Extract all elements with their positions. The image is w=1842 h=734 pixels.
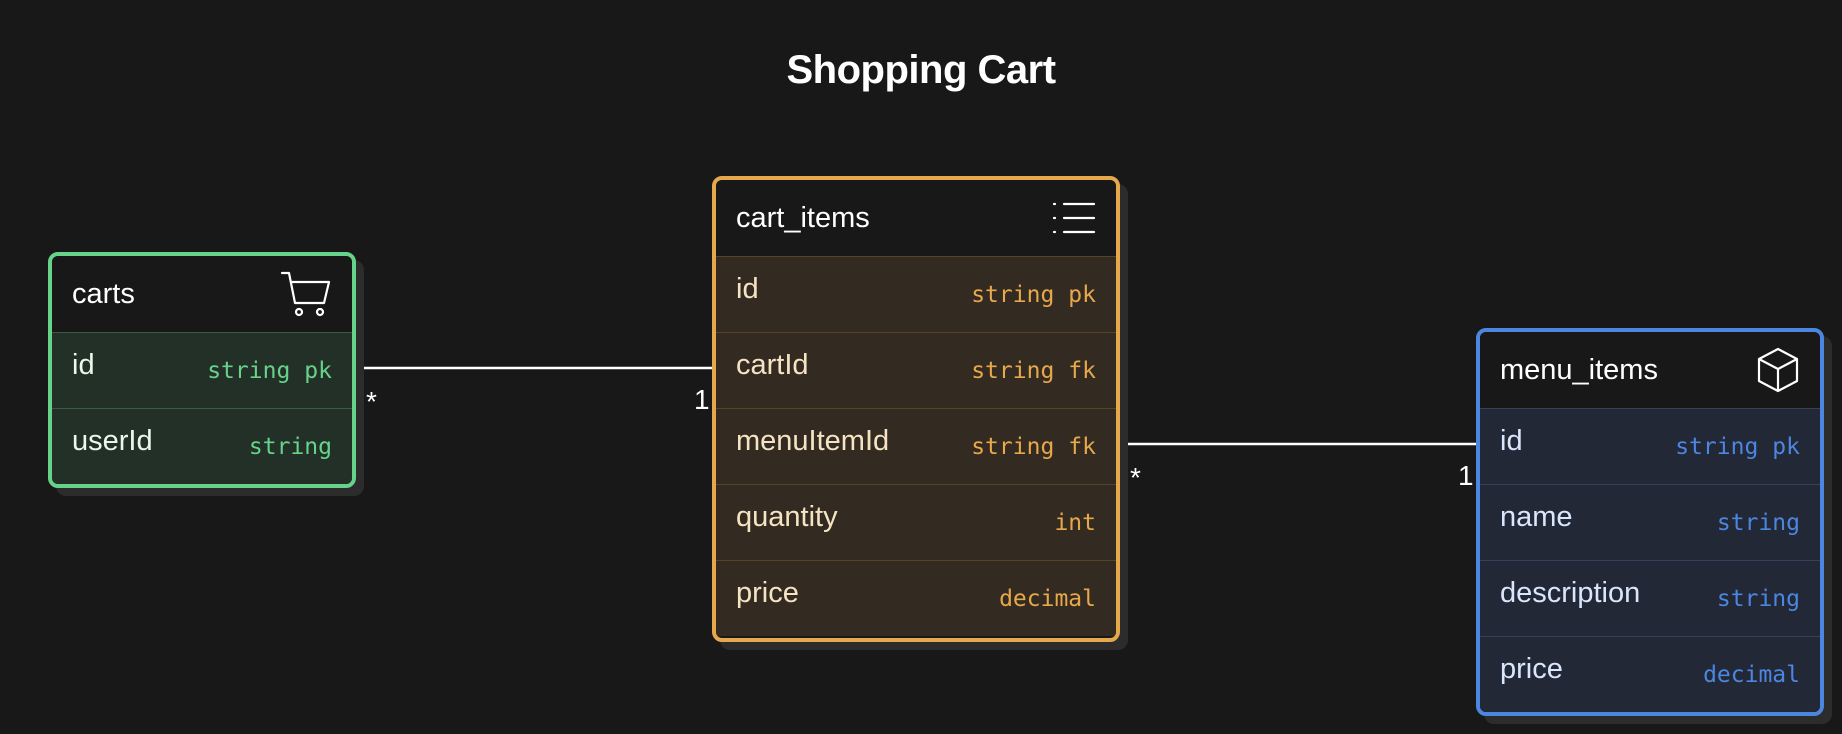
multiplicity-label: * <box>1130 462 1141 493</box>
field-type: string <box>1675 433 1759 460</box>
field-type: int <box>1054 509 1096 536</box>
field-name: menuItemId <box>736 425 890 457</box>
field-row[interactable]: price decimal <box>1480 636 1820 712</box>
field-row[interactable]: id string pk <box>716 256 1116 332</box>
field-key: pk <box>1068 281 1096 308</box>
field-type: decimal <box>1703 661 1800 688</box>
table-header: cart_items <box>716 180 1116 256</box>
table-name: carts <box>72 277 135 310</box>
table-name: cart_items <box>736 201 870 234</box>
field-type: string <box>971 357 1055 384</box>
cube-icon <box>1756 346 1800 394</box>
field-row[interactable]: id string pk <box>1480 408 1820 484</box>
field-row[interactable]: userId string <box>52 408 352 484</box>
field-key: pk <box>1772 433 1800 460</box>
table-carts[interactable]: carts id string pk userId string <box>48 252 356 488</box>
table-header: menu_items <box>1480 332 1820 408</box>
field-row[interactable]: price decimal <box>716 560 1116 636</box>
field-row[interactable]: quantity int <box>716 484 1116 560</box>
field-name: description <box>1500 577 1641 609</box>
field-type: string <box>1716 509 1800 536</box>
field-name: price <box>1500 653 1563 685</box>
field-name: id <box>1500 425 1523 457</box>
field-type: decimal <box>999 585 1096 612</box>
field-name: quantity <box>736 501 838 533</box>
field-row[interactable]: name string <box>1480 484 1820 560</box>
diagram-title: Shopping Cart <box>786 48 1056 92</box>
field-type: string <box>1716 585 1800 612</box>
multiplicity-label: * <box>366 386 377 417</box>
field-row[interactable]: cartId string fk <box>716 332 1116 408</box>
field-name: userId <box>72 425 153 457</box>
table-header: carts <box>52 256 352 332</box>
cart-icon <box>280 270 332 318</box>
table-menu-items[interactable]: menu_items id string pk name string descr… <box>1476 328 1824 716</box>
table-cart-items[interactable]: cart_items id string pk cartId string fk m… <box>712 176 1120 642</box>
field-name: cartId <box>736 349 809 381</box>
table-name: menu_items <box>1500 353 1658 386</box>
multiplicity-label: 1 <box>694 384 710 415</box>
field-type: string <box>248 433 332 460</box>
field-name: name <box>1500 501 1573 533</box>
field-name: price <box>736 577 799 609</box>
multiplicity-label: 1 <box>1458 460 1474 491</box>
field-row[interactable]: description string <box>1480 560 1820 636</box>
field-type: string <box>971 281 1055 308</box>
field-name: id <box>72 349 95 381</box>
field-type: string <box>971 433 1055 460</box>
field-row[interactable]: id string pk <box>52 332 352 408</box>
field-type: string <box>207 357 291 384</box>
field-name: id <box>736 273 759 305</box>
field-row[interactable]: menuItemId string fk <box>716 408 1116 484</box>
field-key: pk <box>304 357 332 384</box>
field-key: fk <box>1068 433 1096 460</box>
field-key: fk <box>1068 357 1096 384</box>
list-icon <box>1052 200 1096 236</box>
